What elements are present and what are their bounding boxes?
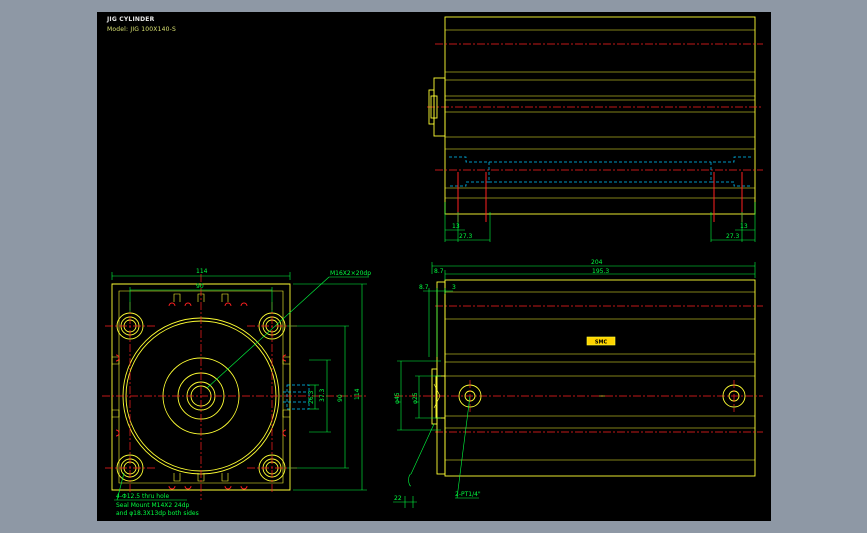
dim-front-port-26: 26.3 xyxy=(308,390,315,404)
dim-top-right-27: 27.3 xyxy=(726,233,740,240)
name-plate xyxy=(586,336,616,346)
dim-side-head-8-7: 8.7 xyxy=(434,268,444,275)
name-plate-label: SMC xyxy=(595,340,608,346)
drawing-model: Model: JIG 100X140-S xyxy=(107,26,177,33)
dim-front-bolt-90: 90 xyxy=(196,283,204,290)
dim-front-port-37: 37.3 xyxy=(319,388,326,402)
hole-note-2: Seal Mount M14X2 24dp xyxy=(116,502,190,509)
port-callout: 2-PT1/4" xyxy=(455,491,481,498)
dim-side-rod-dia: φ45 xyxy=(394,392,401,404)
dim-side-3: 3 xyxy=(452,284,456,291)
dim-side-8-7: 8.7 xyxy=(419,284,429,291)
dim-side-rod-ext-22: 22 xyxy=(394,495,402,502)
dim-front-bolt-90-v: 90 xyxy=(337,394,344,402)
cad-drawing-area[interactable]: JIG CYLINDER Model: JIG 100X140-S .y { s… xyxy=(97,12,771,521)
dim-side-bore-dia: φ25 xyxy=(412,392,419,404)
dim-top-left-13: 13 xyxy=(452,223,460,230)
front-view xyxy=(102,274,367,500)
hole-note-1: 4-Φ12.5 thru hole xyxy=(116,493,169,500)
dim-side-total-204: 204 xyxy=(591,259,603,266)
dim-top-right-13: 13 xyxy=(740,223,748,230)
dim-front-width-114: 114 xyxy=(196,268,208,275)
drawing-title: JIG CYLINDER xyxy=(107,16,155,23)
cad-drawing: .y { stroke:#ffff33; fill:none; stroke-w… xyxy=(102,16,763,517)
top-view xyxy=(427,16,763,222)
dim-top-left-27: 27.3 xyxy=(459,233,473,240)
side-view-dimensions: 204 195.3 8.7 8.7 3 φ45 φ25 xyxy=(393,259,756,508)
dim-side-body-195: 195.3 xyxy=(592,268,609,275)
rod-thread-callout: M16X2×20dp xyxy=(330,270,371,277)
top-view-dimensions: 13 27.3 13 27.3 xyxy=(444,202,756,242)
front-view-dimensions: 114 90 114 90 37.3 26.3 M16X2×2 xyxy=(111,268,371,517)
dim-front-height-114: 114 xyxy=(354,388,361,400)
side-view: SMC xyxy=(395,279,763,477)
hole-note-3: and φ18.3X13dp both sides xyxy=(116,510,199,517)
